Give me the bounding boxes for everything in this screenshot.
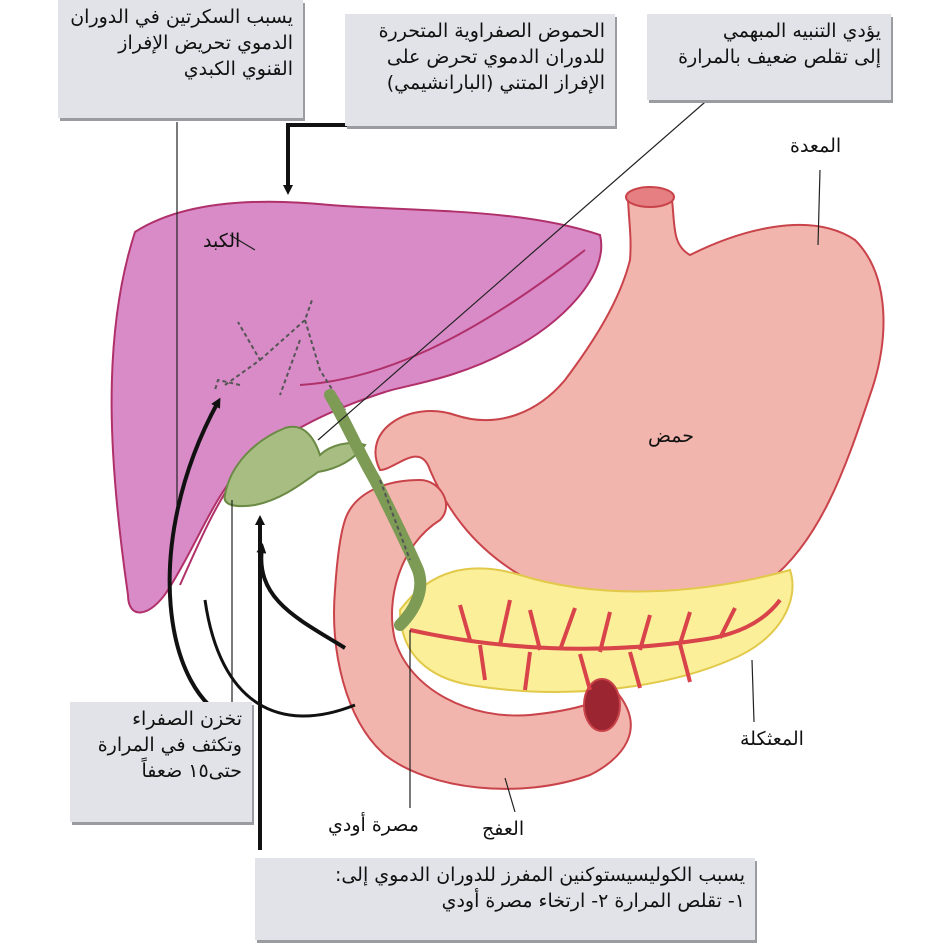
liver-shape — [110, 200, 603, 614]
label-stomach: المعدة — [790, 135, 842, 157]
label-pancreas: المعثكلة — [740, 728, 804, 750]
gallbladder-shape — [223, 425, 367, 508]
label-sphincter-of-oddi: مصرة أودي — [328, 814, 419, 836]
vessel-cross-section — [583, 678, 621, 732]
label-duodenum: العفج — [482, 818, 525, 840]
arrow-storage-loop — [203, 599, 356, 718]
hepatic-ducts — [214, 299, 346, 411]
callout-secretin: يسبب السكرتين في الدوران الدموي تحريض ال… — [58, 0, 303, 118]
pancreas-shape — [398, 567, 794, 693]
label-liver: الكبد — [203, 230, 241, 252]
label-acid: حمض — [648, 425, 695, 447]
pancreatic-duct-dotted — [379, 479, 411, 561]
callout-storage: تخزن الصفراء وتكثف في المرارة حتى١٥ ضعفا… — [70, 702, 252, 822]
esophagus-opening — [625, 186, 675, 208]
arrow-duodenum-to-gallbladder — [256, 543, 347, 650]
callout-bile-acids: الحموض الصفراوية المتحررة للدوران الدموي… — [345, 14, 615, 126]
leader-lines — [176, 95, 821, 813]
callout-cck: يسبب الكوليسيستوكنين المفرز للدوران الدم… — [255, 858, 755, 940]
callout-vagal: يؤدي التنبيه المبهمي إلى تقلص ضعيف بالمر… — [647, 14, 891, 100]
arrow-acids-to-liver — [283, 123, 360, 195]
pancreatic-vessels — [409, 598, 782, 691]
liver-lobe-line — [299, 249, 586, 386]
